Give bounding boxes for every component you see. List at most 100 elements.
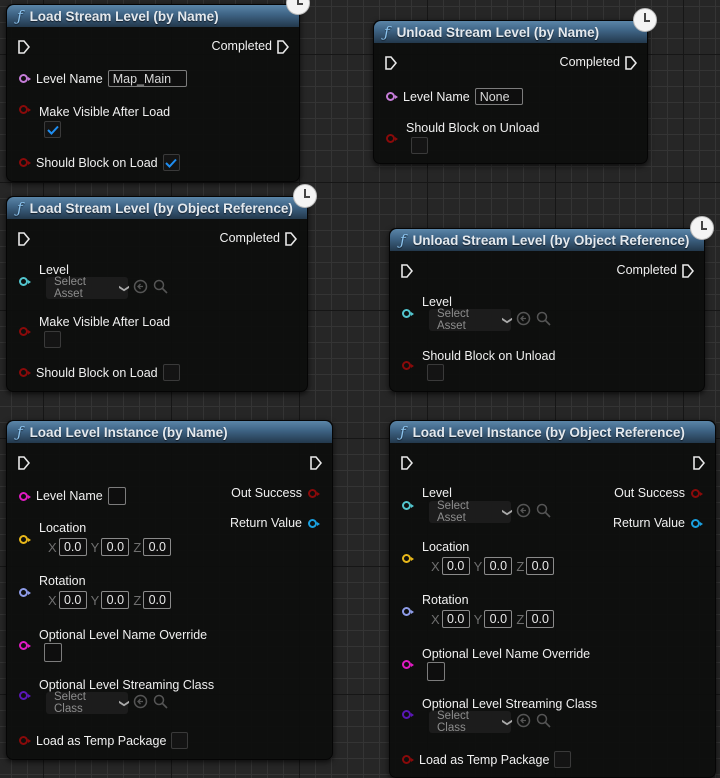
arrow-left-circle-icon[interactable] (133, 279, 148, 297)
rotator-pin-icon[interactable] (19, 588, 31, 597)
exec-in-pin[interactable] (401, 264, 413, 278)
bool-pin-icon[interactable] (19, 368, 31, 377)
node-header[interactable]: ƒ Unload Stream Level (by Name) (374, 21, 647, 43)
exec-pin-icon[interactable] (693, 456, 705, 470)
override-input[interactable] (44, 643, 62, 662)
level-asset-dropdown[interactable]: Select Asset ❯ (429, 500, 512, 524)
name-pin-icon[interactable] (19, 74, 31, 83)
node-header[interactable]: ƒ Load Level Instance (by Name) (7, 421, 332, 443)
object-pin-icon[interactable] (19, 277, 31, 286)
vector-pin-icon[interactable] (402, 554, 414, 563)
location-z-input[interactable]: 0.0 (526, 557, 555, 575)
rotation-z-input[interactable]: 0.0 (526, 610, 555, 628)
exec-in-pin[interactable] (18, 232, 30, 246)
exec-out-completed[interactable]: Completed (212, 39, 289, 54)
level-asset-dropdown[interactable]: Select Asset ❯ (429, 308, 512, 332)
exec-out-pin[interactable] (693, 456, 705, 470)
node-load-level-instance-by-name[interactable]: ƒ Load Level Instance (by Name) Level Na… (6, 420, 333, 760)
bool-pin-icon[interactable] (308, 488, 320, 498)
node-load-stream-level-by-object[interactable]: ƒ Load Stream Level (by Object Reference… (6, 196, 308, 392)
search-icon[interactable] (536, 503, 551, 521)
exec-pin-icon[interactable] (682, 263, 694, 278)
rotation-x-input[interactable]: 0.0 (441, 610, 470, 628)
location-x-input[interactable]: 0.0 (58, 538, 87, 556)
make-visible-checkbox[interactable] (44, 121, 61, 138)
exec-in-pin[interactable] (18, 456, 30, 470)
location-x-input[interactable]: 0.0 (441, 557, 470, 575)
level-name-input[interactable]: Map_Main (107, 70, 187, 87)
exec-pin-icon[interactable] (310, 456, 322, 470)
exec-pin-icon[interactable] (401, 264, 413, 278)
class-pin-icon[interactable] (402, 710, 414, 719)
should-block-checkbox[interactable] (411, 137, 428, 154)
location-z-input[interactable]: 0.0 (143, 538, 172, 556)
vector-pin-icon[interactable] (19, 535, 31, 544)
bool-pin-icon[interactable] (19, 158, 31, 167)
search-icon[interactable] (153, 279, 168, 297)
make-visible-checkbox[interactable] (44, 331, 61, 348)
arrow-left-circle-icon[interactable] (133, 694, 148, 712)
string-pin-icon[interactable] (19, 641, 31, 650)
exec-pin-icon[interactable] (385, 56, 397, 70)
arrow-left-circle-icon[interactable] (516, 311, 531, 329)
arrow-left-circle-icon[interactable] (516, 503, 531, 521)
bool-pin-icon[interactable] (402, 361, 414, 370)
name-pin-icon[interactable] (386, 92, 398, 101)
exec-in-pin[interactable] (385, 56, 397, 70)
exec-pin-icon[interactable] (18, 456, 30, 470)
rotation-y-input[interactable]: 0.0 (101, 591, 130, 609)
exec-pin-icon[interactable] (277, 39, 289, 54)
object-pin-icon[interactable] (691, 518, 703, 528)
exec-pin-icon[interactable] (18, 232, 30, 246)
level-name-input[interactable]: None (474, 88, 523, 105)
bool-pin-icon[interactable] (402, 755, 414, 764)
exec-pin-icon[interactable] (18, 40, 30, 54)
node-header[interactable]: ƒ Load Level Instance (by Object Referen… (390, 421, 715, 443)
exec-pin-icon[interactable] (285, 231, 297, 246)
node-header[interactable]: ƒ Unload Stream Level (by Object Referen… (390, 229, 704, 251)
object-pin-icon[interactable] (402, 501, 414, 510)
node-header[interactable]: ƒ Load Stream Level (by Object Reference… (7, 197, 307, 219)
node-load-level-instance-by-object[interactable]: ƒ Load Level Instance (by Object Referen… (389, 420, 716, 778)
object-pin-icon[interactable] (402, 309, 414, 318)
exec-out-completed[interactable]: Completed (220, 231, 297, 246)
node-load-stream-level-by-name[interactable]: ƒ Load Stream Level (by Name) Completed … (6, 4, 300, 182)
object-pin-icon[interactable] (308, 518, 320, 528)
arrow-left-circle-icon[interactable] (516, 713, 531, 731)
rotation-y-input[interactable]: 0.0 (484, 610, 513, 628)
exec-out-pin[interactable] (310, 456, 322, 470)
level-name-input[interactable] (107, 487, 126, 505)
location-y-input[interactable]: 0.0 (101, 538, 130, 556)
exec-out-completed[interactable]: Completed (617, 263, 694, 278)
streaming-class-dropdown[interactable]: Select Class ❯ (46, 691, 129, 715)
location-y-input[interactable]: 0.0 (484, 557, 513, 575)
search-icon[interactable] (153, 694, 168, 712)
temp-package-checkbox[interactable] (171, 732, 189, 749)
bool-pin-icon[interactable] (19, 736, 31, 745)
should-block-checkbox[interactable] (162, 364, 180, 381)
bool-pin-icon[interactable] (19, 327, 31, 336)
string-pin-icon[interactable] (402, 660, 414, 669)
should-block-checkbox[interactable] (162, 154, 180, 171)
level-asset-dropdown[interactable]: Select Asset ❯ (46, 276, 129, 300)
rotation-x-input[interactable]: 0.0 (58, 591, 87, 609)
class-pin-icon[interactable] (19, 691, 31, 700)
override-input[interactable] (427, 662, 445, 681)
search-icon[interactable] (536, 713, 551, 731)
exec-in-pin[interactable] (18, 40, 30, 54)
temp-package-checkbox[interactable] (554, 751, 572, 768)
exec-in-pin[interactable] (401, 456, 413, 470)
should-block-checkbox[interactable] (427, 364, 444, 381)
exec-pin-icon[interactable] (401, 456, 413, 470)
exec-out-completed[interactable]: Completed (560, 55, 637, 70)
node-header[interactable]: ƒ Load Stream Level (by Name) (7, 5, 299, 27)
string-pin-icon[interactable] (19, 491, 31, 501)
node-unload-stream-level-by-object[interactable]: ƒ Unload Stream Level (by Object Referen… (389, 228, 705, 392)
node-unload-stream-level-by-name[interactable]: ƒ Unload Stream Level (by Name) Complete… (373, 20, 648, 164)
bool-pin-icon[interactable] (386, 134, 398, 143)
rotation-z-input[interactable]: 0.0 (143, 591, 172, 609)
search-icon[interactable] (536, 311, 551, 329)
exec-pin-icon[interactable] (625, 55, 637, 70)
rotator-pin-icon[interactable] (402, 607, 414, 616)
streaming-class-dropdown[interactable]: Select Class ❯ (429, 710, 512, 734)
